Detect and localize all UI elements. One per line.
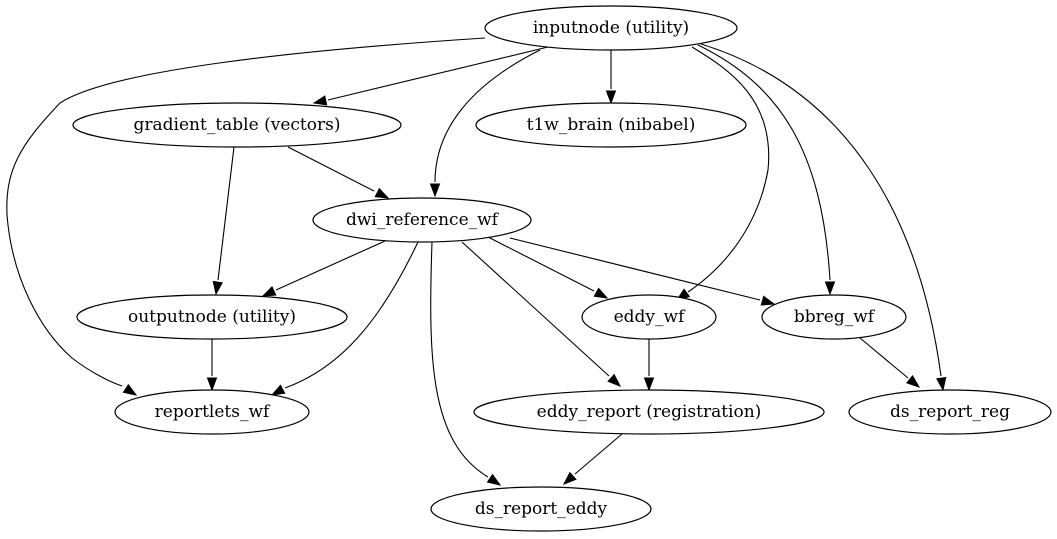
node-gradient-table: gradient_table (vectors) bbox=[72, 102, 402, 148]
node-label-reportlets-wf: reportlets_wf bbox=[155, 402, 271, 422]
edge-inputnode-to-eddy-wf bbox=[675, 46, 770, 301]
edge-inputnode-to-ds-report-reg bbox=[700, 43, 947, 392]
edge-dwi-reference-wf-to-ds-report-eddy bbox=[430, 241, 502, 486]
edge-inputnode-to-gradient-table bbox=[312, 46, 549, 106]
arrowhead-icon bbox=[607, 373, 622, 387]
node-label-inputnode: inputnode (utility) bbox=[533, 18, 689, 38]
arrowhead-icon bbox=[206, 377, 218, 392]
arrowhead-icon bbox=[270, 384, 286, 396]
arrowhead-icon bbox=[212, 280, 223, 296]
node-inputnode: inputnode (utility) bbox=[484, 5, 738, 51]
arrowhead-icon bbox=[824, 281, 836, 296]
edge-dwi-reference-wf-to-outputnode bbox=[261, 240, 386, 297]
node-ds-report-eddy: ds_report_eddy bbox=[430, 486, 652, 532]
edge-eddy-wf-to-eddy-report bbox=[643, 339, 655, 392]
arrowhead-icon bbox=[906, 375, 921, 388]
edge-inputnode-to-bbreg-wf bbox=[697, 44, 836, 296]
node-label-outputnode: outputnode (utility) bbox=[128, 307, 296, 327]
node-reportlets-wf: reportlets_wf bbox=[114, 389, 310, 435]
edge-dwi-reference-wf-to-eddy-report bbox=[461, 241, 622, 387]
arrowhead-icon bbox=[593, 287, 609, 299]
node-label-bbreg-wf: bbreg_wf bbox=[794, 307, 876, 327]
arrowhead-icon bbox=[760, 295, 776, 306]
arrowhead-icon bbox=[562, 471, 577, 485]
edge-inputnode-to-t1w-brain bbox=[605, 50, 617, 105]
node-t1w-brain: t1w_brain (nibabel) bbox=[475, 102, 747, 148]
edge-dwi-reference-wf-to-reportlets-wf bbox=[270, 241, 419, 396]
arrowhead-icon bbox=[312, 95, 328, 106]
edge-inputnode-to-dwi-reference-wf bbox=[429, 49, 541, 198]
node-outputnode: outputnode (utility) bbox=[76, 294, 348, 340]
edge-dwi-reference-wf-to-eddy-wf bbox=[487, 236, 609, 299]
arrowhead-icon bbox=[429, 183, 441, 198]
node-eddy-report: eddy_report (registration) bbox=[473, 389, 825, 435]
node-label-ds-report-eddy: ds_report_eddy bbox=[475, 499, 608, 519]
edge-bbreg-wf-to-ds-report-reg bbox=[859, 337, 921, 388]
arrowhead-icon bbox=[605, 90, 617, 105]
edge-gradient-table-to-outputnode bbox=[212, 146, 235, 296]
node-label-dwi-reference-wf: dwi_reference_wf bbox=[346, 210, 500, 230]
edges-layer bbox=[6, 37, 947, 486]
node-label-t1w-brain: t1w_brain (nibabel) bbox=[527, 115, 696, 135]
node-eddy-wf: eddy_wf bbox=[581, 294, 717, 340]
arrowhead-icon bbox=[486, 473, 502, 486]
edge-gradient-table-to-dwi-reference-wf bbox=[287, 146, 390, 199]
node-label-ds-report-reg: ds_report_reg bbox=[890, 402, 1010, 422]
arrowhead-icon bbox=[261, 286, 277, 297]
edge-eddy-report-to-ds-report-eddy bbox=[562, 433, 623, 485]
node-ds-report-reg: ds_report_reg bbox=[848, 389, 1052, 435]
node-dwi-reference-wf: dwi_reference_wf bbox=[312, 197, 532, 243]
edge-outputnode-to-reportlets-wf bbox=[206, 339, 218, 392]
node-label-eddy-wf: eddy_wf bbox=[614, 307, 686, 327]
arrowhead-icon bbox=[122, 383, 138, 396]
edge-dwi-reference-wf-to-bbreg-wf bbox=[509, 237, 776, 306]
node-bbreg-wf: bbreg_wf bbox=[761, 294, 907, 340]
node-label-gradient-table: gradient_table (vectors) bbox=[134, 115, 341, 135]
arrowhead-icon bbox=[936, 376, 947, 392]
arrowhead-icon bbox=[643, 377, 655, 392]
arrowhead-icon bbox=[374, 187, 390, 199]
node-label-eddy-report: eddy_report (registration) bbox=[537, 402, 762, 422]
edge-inputnode-to-reportlets-wf bbox=[6, 37, 486, 396]
